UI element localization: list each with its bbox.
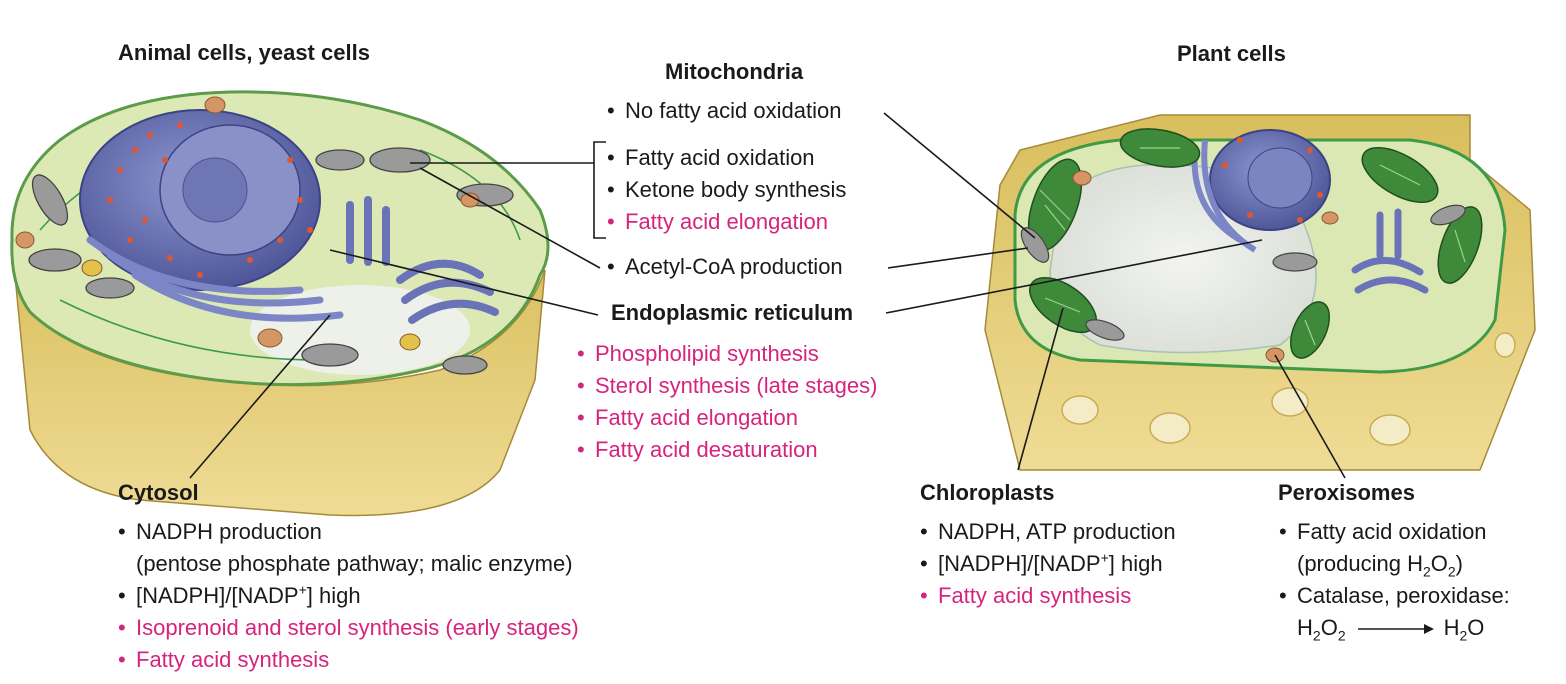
cytosol-title: Cytosol [118, 480, 199, 505]
plant-cell [984, 114, 1536, 471]
subscript: 2 [1422, 563, 1431, 580]
list-item: Fatty acid oxidation [607, 142, 846, 174]
list-item: Phospholipid synthesis [577, 338, 877, 370]
list-item: [NADPH]/[NADP+] high [920, 548, 1176, 580]
ratio-prefix: [NADPH]/[NADP [938, 551, 1101, 576]
cytosol-item1-line1: NADPH production [136, 519, 322, 544]
mitochondria-title: Mitochondria [665, 59, 804, 84]
peroxisomes-list: Fatty acid oxidation(producing H2O2) Cat… [1279, 516, 1510, 644]
ratio-suffix: ] high [1108, 551, 1163, 576]
perox-item1-line2: (producing H [1297, 551, 1423, 576]
list-item: Fatty acid elongation [577, 402, 877, 434]
list-item: Fatty acid desaturation [577, 434, 877, 466]
animal-mitochondria [28, 147, 514, 375]
list-item: Fatty acid oxidation(producing H2O2) [1279, 516, 1510, 580]
leader-lines [189, 112, 1346, 479]
subscript: 2 [1312, 627, 1321, 644]
reaction-lhs-h: H [1297, 615, 1313, 640]
ratio-sup: + [1100, 549, 1109, 566]
er-title: Endoplasmic reticulum [611, 300, 854, 325]
list-item: Sterol synthesis (late stages) [577, 370, 877, 402]
reaction-arrow-icon [1357, 624, 1434, 635]
mitochondria-shared-list: Acetyl-CoA production [607, 251, 843, 282]
list-item: [NADPH]/[NADP+] high [118, 580, 579, 612]
ratio-suffix: ] high [306, 583, 361, 608]
mitochondria-animal-list: Fatty acid oxidation Ketone body synthes… [607, 142, 846, 238]
cytosol-item1-line2: (pentose phosphate pathway; malic enzyme… [136, 551, 573, 576]
list-item: Acetyl-CoA production [607, 251, 843, 282]
list-item: NADPH, ATP production [920, 516, 1176, 548]
peroxisomes-title: Peroxisomes [1278, 480, 1415, 505]
perox-paren: ) [1455, 551, 1463, 576]
animal-cell [10, 90, 550, 517]
plant-cells-heading: Plant cells [1177, 41, 1286, 66]
er-list: Phospholipid synthesis Sterol synthesis … [577, 338, 877, 466]
subscript: 2 [1459, 627, 1468, 644]
subscript: 2 [1337, 627, 1346, 644]
reaction-rhs-h: H [1443, 615, 1460, 640]
list-item: Fatty acid synthesis [118, 644, 579, 676]
ratio-sup: + [298, 581, 307, 598]
plant-mitochondria [1020, 204, 1466, 341]
list-item: No fatty acid oxidation [607, 95, 841, 126]
list-item: Ketone body synthesis [607, 174, 846, 206]
animal-cells-heading: Animal cells, yeast cells [118, 40, 370, 65]
perox-item1-line1: Fatty acid oxidation [1297, 519, 1487, 544]
perox-item2-line1: Catalase, peroxidase: [1297, 583, 1510, 608]
list-item: NADPH production (pentose phosphate pathw… [118, 516, 579, 580]
chloroplasts-list: NADPH, ATP production [NADPH]/[NADP+] hi… [920, 516, 1176, 612]
cytosol-list: NADPH production (pentose phosphate pathw… [118, 516, 579, 676]
ratio-prefix: [NADPH]/[NADP [136, 583, 299, 608]
list-item: Isoprenoid and sterol synthesis (early s… [118, 612, 579, 644]
subscript: 2 [1447, 563, 1456, 580]
list-item: Fatty acid synthesis [920, 580, 1176, 612]
perox-o: O [1430, 551, 1448, 576]
chloroplasts-title: Chloroplasts [920, 480, 1055, 505]
reaction-rhs-o: O [1467, 615, 1485, 640]
mitochondria-plant-list: No fatty acid oxidation [607, 95, 841, 126]
reaction-lhs-o: O [1320, 615, 1338, 640]
list-item: Fatty acid elongation [607, 206, 846, 238]
